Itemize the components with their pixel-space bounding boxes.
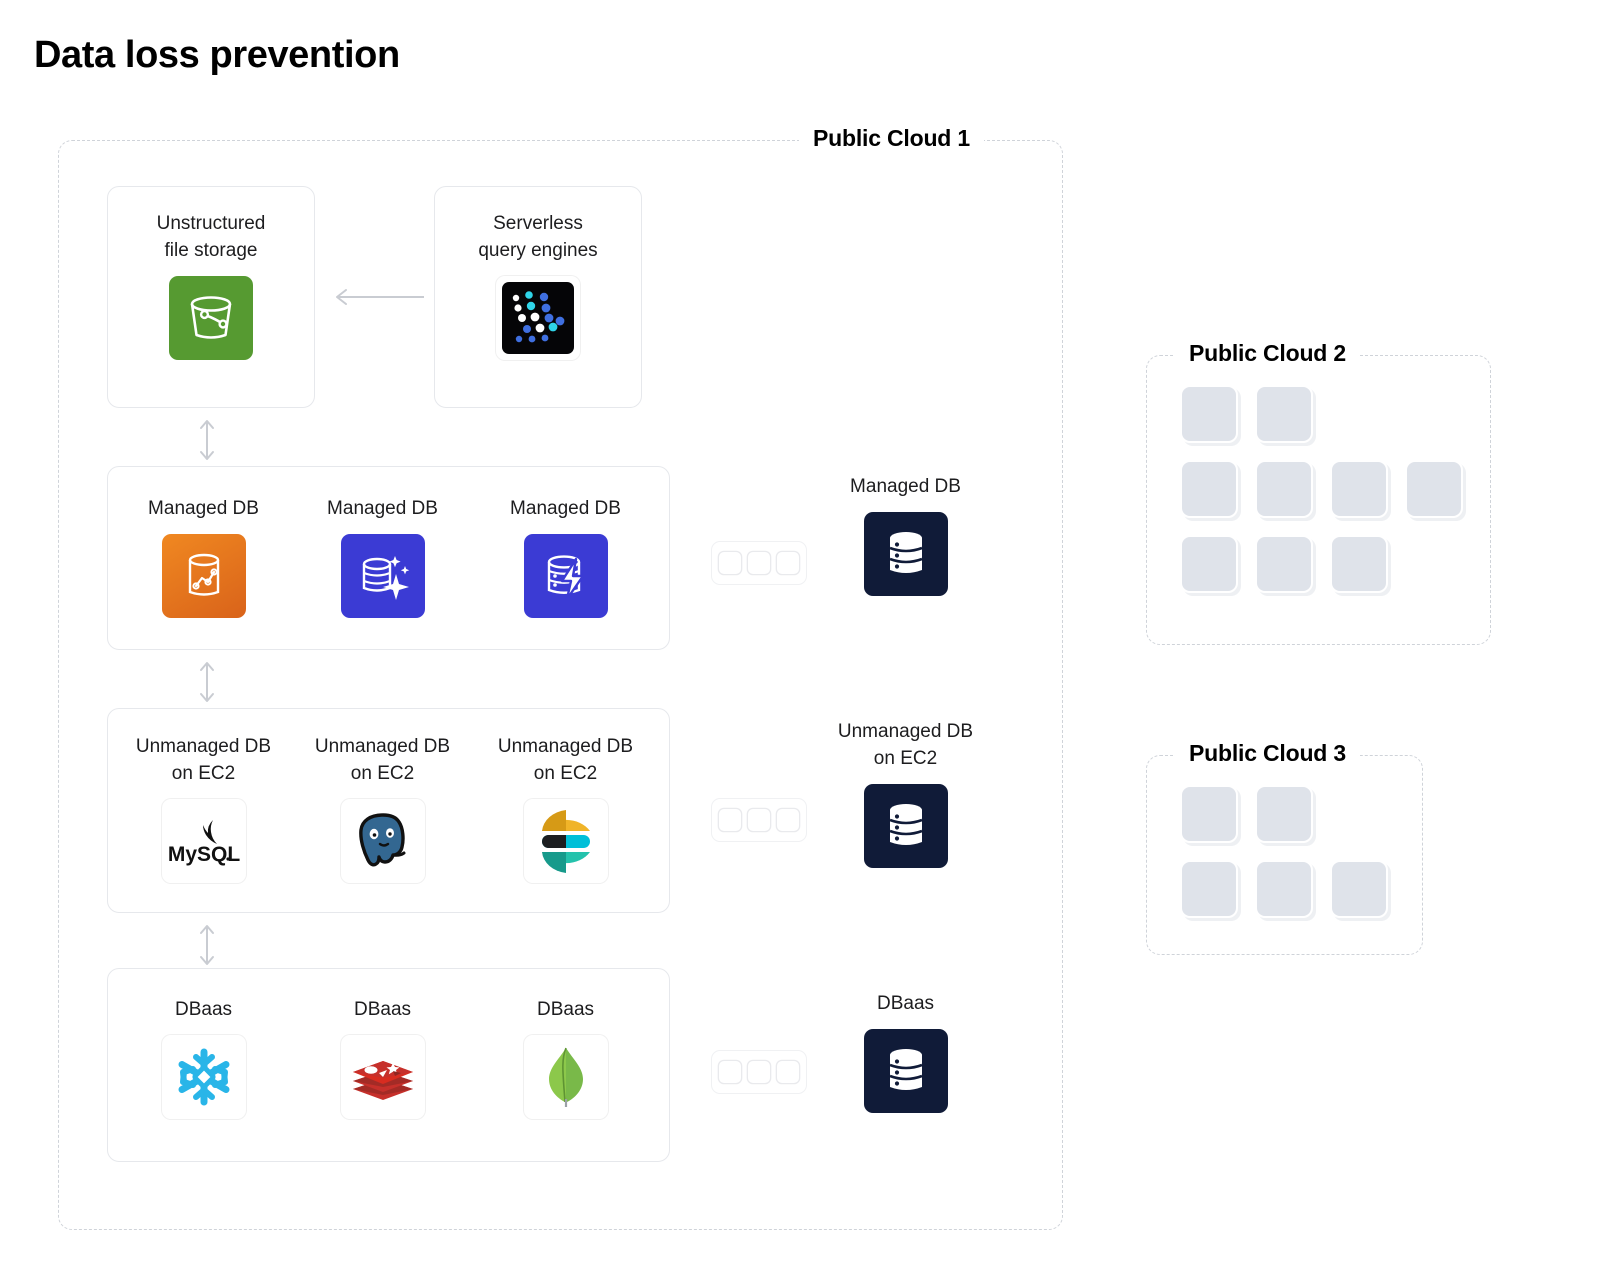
redis-icon (340, 1035, 434, 1128)
placeholder-tile[interactable] (1255, 785, 1313, 843)
mini-square-group-dbaas[interactable] (711, 1050, 807, 1094)
snowflake-icon (161, 1035, 255, 1128)
node-summary-managed-db[interactable]: Managed DB (828, 473, 983, 605)
mini-square[interactable] (719, 809, 744, 834)
database-sparkle-icon (340, 534, 434, 627)
region-public-cloud-2: Public Cloud 2 (1146, 340, 1491, 645)
page-title: Data loss prevention (34, 34, 400, 76)
mini-square[interactable] (719, 552, 744, 577)
mini-square[interactable] (777, 809, 802, 834)
svg-text:MySQL: MySQL (167, 843, 240, 866)
placeholder-tile[interactable] (1255, 860, 1313, 918)
node-label-dbaas-2: DBaas (353, 999, 412, 1020)
database-stack-icon (863, 1029, 957, 1122)
mini-square[interactable] (777, 1061, 802, 1086)
node-unstructured-file-storage[interactable]: Unstructured file storage (131, 210, 291, 369)
node-label-unmanaged-db-1: Unmanaged DB on EC2 (135, 736, 272, 784)
node-managed-db-1[interactable]: Managed DB (126, 495, 281, 627)
mini-square-group-managed-db[interactable] (711, 541, 807, 585)
node-managed-db-2[interactable]: Managed DB (305, 495, 460, 627)
mini-square[interactable] (748, 552, 773, 577)
placeholder-tile[interactable] (1330, 535, 1388, 593)
mini-square[interactable] (748, 809, 773, 834)
node-dbaas-1[interactable]: DBaas (126, 996, 281, 1128)
node-unmanaged-db-3[interactable]: Unmanaged DB on EC2 (488, 733, 643, 892)
placeholder-tile[interactable] (1255, 535, 1313, 593)
tile-row (1180, 385, 1463, 443)
node-label-managed-db-3: Managed DB (510, 498, 621, 519)
node-label-summary-managed-db: Managed DB (850, 476, 961, 497)
database-bolt-icon (523, 534, 617, 627)
node-label-summary-unmanaged-db: Unmanaged DB on EC2 (837, 721, 974, 769)
placeholder-tile[interactable] (1330, 860, 1388, 918)
database-stack-icon (863, 512, 957, 605)
athena-dots-icon (496, 276, 589, 369)
mini-square[interactable] (777, 552, 802, 577)
mongodb-icon (523, 1035, 617, 1128)
tile-grid-public-cloud-2 (1180, 385, 1463, 593)
tile-row (1180, 785, 1388, 843)
placeholder-tile[interactable] (1180, 460, 1238, 518)
node-label-unstructured-file-storage: Unstructured file storage (156, 213, 266, 261)
node-dbaas-2[interactable]: DBaas (305, 996, 460, 1128)
mini-square[interactable] (719, 1061, 744, 1086)
node-label-unmanaged-db-2: Unmanaged DB on EC2 (314, 736, 451, 784)
connector-storage-to-managed (196, 417, 218, 463)
node-unmanaged-db-2[interactable]: Unmanaged DB on EC2 (305, 733, 460, 892)
region-public-cloud-3-label: Public Cloud 3 (1175, 740, 1360, 767)
tile-grid-public-cloud-3 (1180, 785, 1388, 918)
node-summary-unmanaged-db[interactable]: Unmanaged DB on EC2 (828, 718, 983, 877)
region-public-cloud-2-label: Public Cloud 2 (1175, 340, 1360, 367)
tile-row (1180, 460, 1463, 518)
region-public-cloud-1-label: Public Cloud 1 (799, 125, 984, 152)
placeholder-tile[interactable] (1255, 460, 1313, 518)
mini-square[interactable] (748, 1061, 773, 1086)
elasticsearch-icon (523, 799, 617, 892)
placeholder-tile[interactable] (1180, 535, 1238, 593)
region-public-cloud-3: Public Cloud 3 (1146, 740, 1423, 955)
s3-bucket-icon (169, 276, 262, 369)
node-serverless-query-engines[interactable]: Serverless query engines (458, 210, 618, 369)
node-label-managed-db-1: Managed DB (148, 498, 259, 519)
database-stack-icon (863, 784, 957, 877)
node-label-managed-db-2: Managed DB (327, 498, 438, 519)
arrow-left-icon (330, 288, 426, 306)
node-label-dbaas-1: DBaas (174, 999, 233, 1020)
mysql-icon: MySQL (161, 799, 255, 892)
node-managed-db-3[interactable]: Managed DB (488, 495, 643, 627)
placeholder-tile[interactable] (1255, 385, 1313, 443)
node-label-dbaas-3: DBaas (536, 999, 595, 1020)
placeholder-tile[interactable] (1405, 460, 1463, 518)
connector-unmanaged-to-dbaas (196, 922, 218, 968)
node-label-serverless-query-engines: Serverless query engines (478, 213, 598, 261)
placeholder-tile[interactable] (1330, 460, 1388, 518)
tile-row (1180, 535, 1463, 593)
node-label-unmanaged-db-3: Unmanaged DB on EC2 (497, 736, 634, 784)
placeholder-tile[interactable] (1180, 385, 1238, 443)
redshift-cylinder-icon (161, 534, 255, 627)
node-summary-dbaas[interactable]: DBaas (828, 990, 983, 1122)
tile-row (1180, 860, 1388, 918)
region-public-cloud-1: Public Cloud 1 (58, 125, 1063, 1230)
placeholder-tile[interactable] (1180, 785, 1238, 843)
postgresql-icon (340, 799, 434, 892)
node-dbaas-3[interactable]: DBaas (488, 996, 643, 1128)
connector-managed-to-unmanaged (196, 659, 218, 705)
mini-square-group-unmanaged-db[interactable] (711, 798, 807, 842)
node-unmanaged-db-1[interactable]: Unmanaged DB on EC2 MySQL (126, 733, 281, 892)
node-label-summary-dbaas: DBaas (876, 993, 935, 1014)
placeholder-tile[interactable] (1180, 860, 1238, 918)
